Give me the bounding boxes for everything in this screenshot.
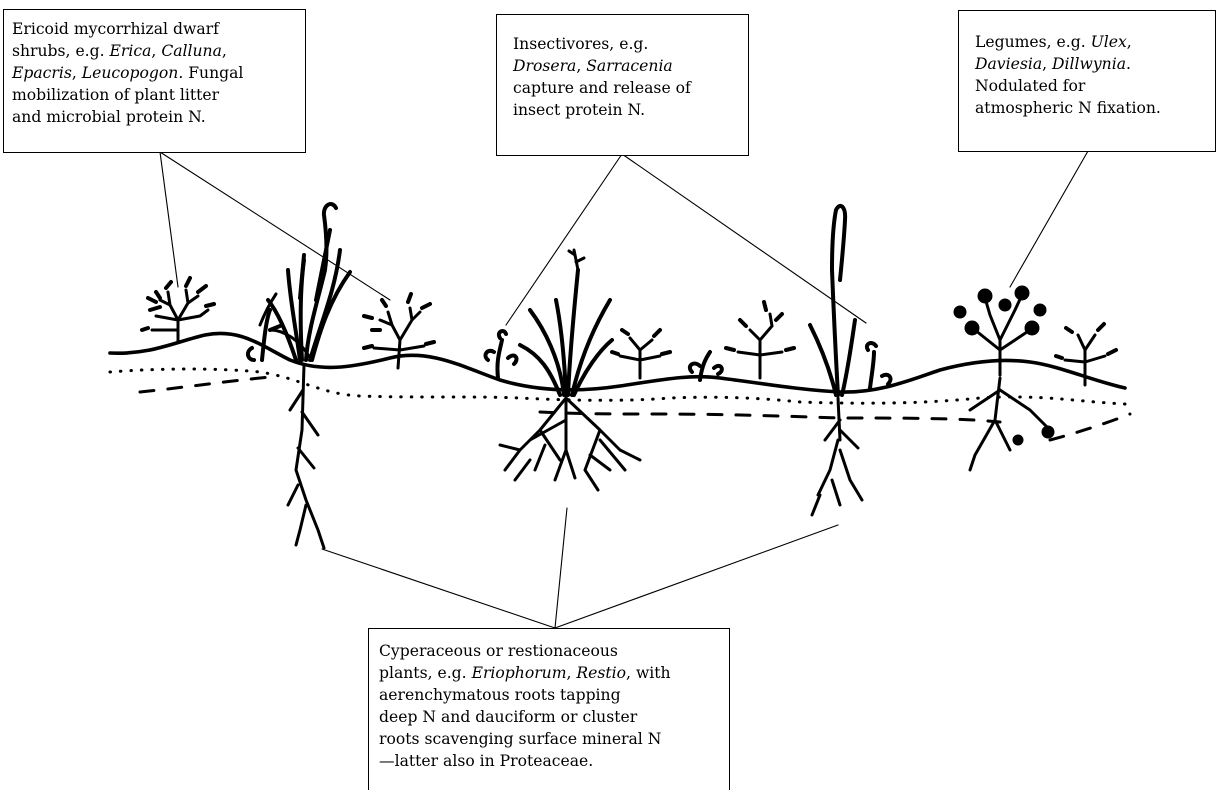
ericoid-label-box: Ericoid mycorrhizal dwarf shrubs, e.g. E…	[3, 9, 306, 153]
cyperaceous-text: Cyperaceous or restionaceous	[379, 642, 618, 660]
ericoid-text: ,	[151, 42, 161, 60]
genus-dillwynia: Dillwynia	[1052, 55, 1126, 73]
ericoid-shrub-far-right	[1056, 324, 1116, 385]
ericoid-text: mobilization of plant litter	[12, 86, 219, 104]
ericoid-shrub-center-right	[612, 330, 670, 378]
genus-drosera: Drosera	[513, 57, 576, 75]
legumes-line: Daviesia, Dillwynia.	[975, 53, 1215, 75]
insectivores-line: insect protein N.	[513, 99, 748, 121]
insectivores-text: Insectivores, e.g.	[513, 35, 648, 53]
genus-epacris: Epacris	[12, 64, 72, 82]
ericoid-line: Ericoid mycorrhizal dwarf	[12, 18, 305, 40]
ericoid-shrub-left	[142, 278, 214, 342]
cyperaceous-line: aerenchymatous roots tapping	[379, 684, 729, 706]
soil-dashed-line	[140, 377, 270, 392]
genus-calluna: Calluna	[161, 42, 222, 60]
ericoid-text: Ericoid mycorrhizal dwarf	[12, 20, 219, 38]
cyperaceous-text: aerenchymatous roots tapping	[379, 686, 621, 704]
legumes-text: Legumes, e.g.	[975, 33, 1091, 51]
cyperaceous-line: roots scavenging surface mineral N	[379, 728, 729, 750]
insectivores-label-box: Insectivores, e.g. Drosera, Sarracenia c…	[496, 14, 749, 156]
ericoid-line: and microbial protein N.	[12, 106, 305, 128]
ericoid-text: shrubs, e.g.	[12, 42, 110, 60]
cyperaceous-line: —latter also in Proteaceae.	[379, 750, 729, 772]
ericoid-text: ,	[222, 42, 227, 60]
genus-erica: Erica	[110, 42, 152, 60]
legumes-line: Nodulated for	[975, 75, 1215, 97]
soil-dashed-line-3	[1050, 414, 1130, 440]
insectivores-text: ,	[576, 57, 586, 75]
soil-dashed-line-2	[540, 412, 1000, 422]
cyperaceous-text: plants, e.g.	[379, 664, 472, 682]
ericoid-line: Epacris, Leucopogon. Fungal	[12, 62, 305, 84]
genus-restio: Restio	[576, 664, 626, 682]
legumes-text: atmospheric N fixation.	[975, 99, 1161, 117]
cyperaceous-line: Cyperaceous or restionaceous	[379, 640, 729, 662]
ericoid-line: shrubs, e.g. Erica, Calluna,	[12, 40, 305, 62]
ericoid-text: and microbial protein N.	[12, 108, 206, 126]
cyperaceous-line: plants, e.g. Eriophorum, Restio, with	[379, 662, 729, 684]
legumes-text: ,	[1127, 33, 1132, 51]
cyperaceous-text: deep N and dauciform or cluster	[379, 708, 637, 726]
cyperaceous-text: roots scavenging surface mineral N	[379, 730, 661, 748]
genus-leucopogon: Leucopogon	[82, 64, 179, 82]
genus-daviesia: Daviesia	[975, 55, 1042, 73]
insectivores-line: Insectivores, e.g.	[513, 33, 748, 55]
cyperaceous-label-box: Cyperaceous or restionaceous plants, e.g…	[368, 628, 730, 790]
insectivore-plant-left	[486, 331, 517, 378]
legumes-label-box: Legumes, e.g. Ulex, Daviesia, Dillwynia.…	[958, 10, 1216, 152]
insectivores-text: capture and release of	[513, 79, 691, 97]
legumes-text: ,	[1042, 55, 1052, 73]
ericoid-text: ,	[72, 64, 82, 82]
ericoid-line: mobilization of plant litter	[12, 84, 305, 106]
insectivores-line: capture and release of	[513, 77, 748, 99]
insectivores-text: insect protein N.	[513, 101, 645, 119]
insectivore-plant-right	[867, 343, 891, 388]
ericoid-text: . Fungal	[178, 64, 243, 82]
legumes-line: Legumes, e.g. Ulex,	[975, 31, 1215, 53]
sedge-plant-left	[260, 204, 350, 548]
leader-lines	[160, 151, 1088, 628]
legume-plant	[955, 287, 1053, 470]
legumes-line: atmospheric N fixation.	[975, 97, 1215, 119]
ericoid-shrub-center-right-2	[726, 302, 794, 378]
cyperaceous-line: deep N and dauciform or cluster	[379, 706, 729, 728]
sedge-plant-center	[500, 250, 640, 490]
legumes-text: .	[1126, 55, 1131, 73]
legumes-text: Nodulated for	[975, 77, 1085, 95]
cyperaceous-text: —latter also in Proteaceae.	[379, 752, 593, 770]
genus-eriophorum: Eriophorum	[472, 664, 567, 682]
insectivores-line: Drosera, Sarracenia	[513, 55, 748, 77]
genus-sarracenia: Sarracenia	[586, 57, 672, 75]
cyperaceous-text: ,	[567, 664, 577, 682]
sedge-plant-right	[810, 206, 862, 515]
genus-ulex: Ulex	[1091, 33, 1127, 51]
cyperaceous-text: , with	[626, 664, 671, 682]
